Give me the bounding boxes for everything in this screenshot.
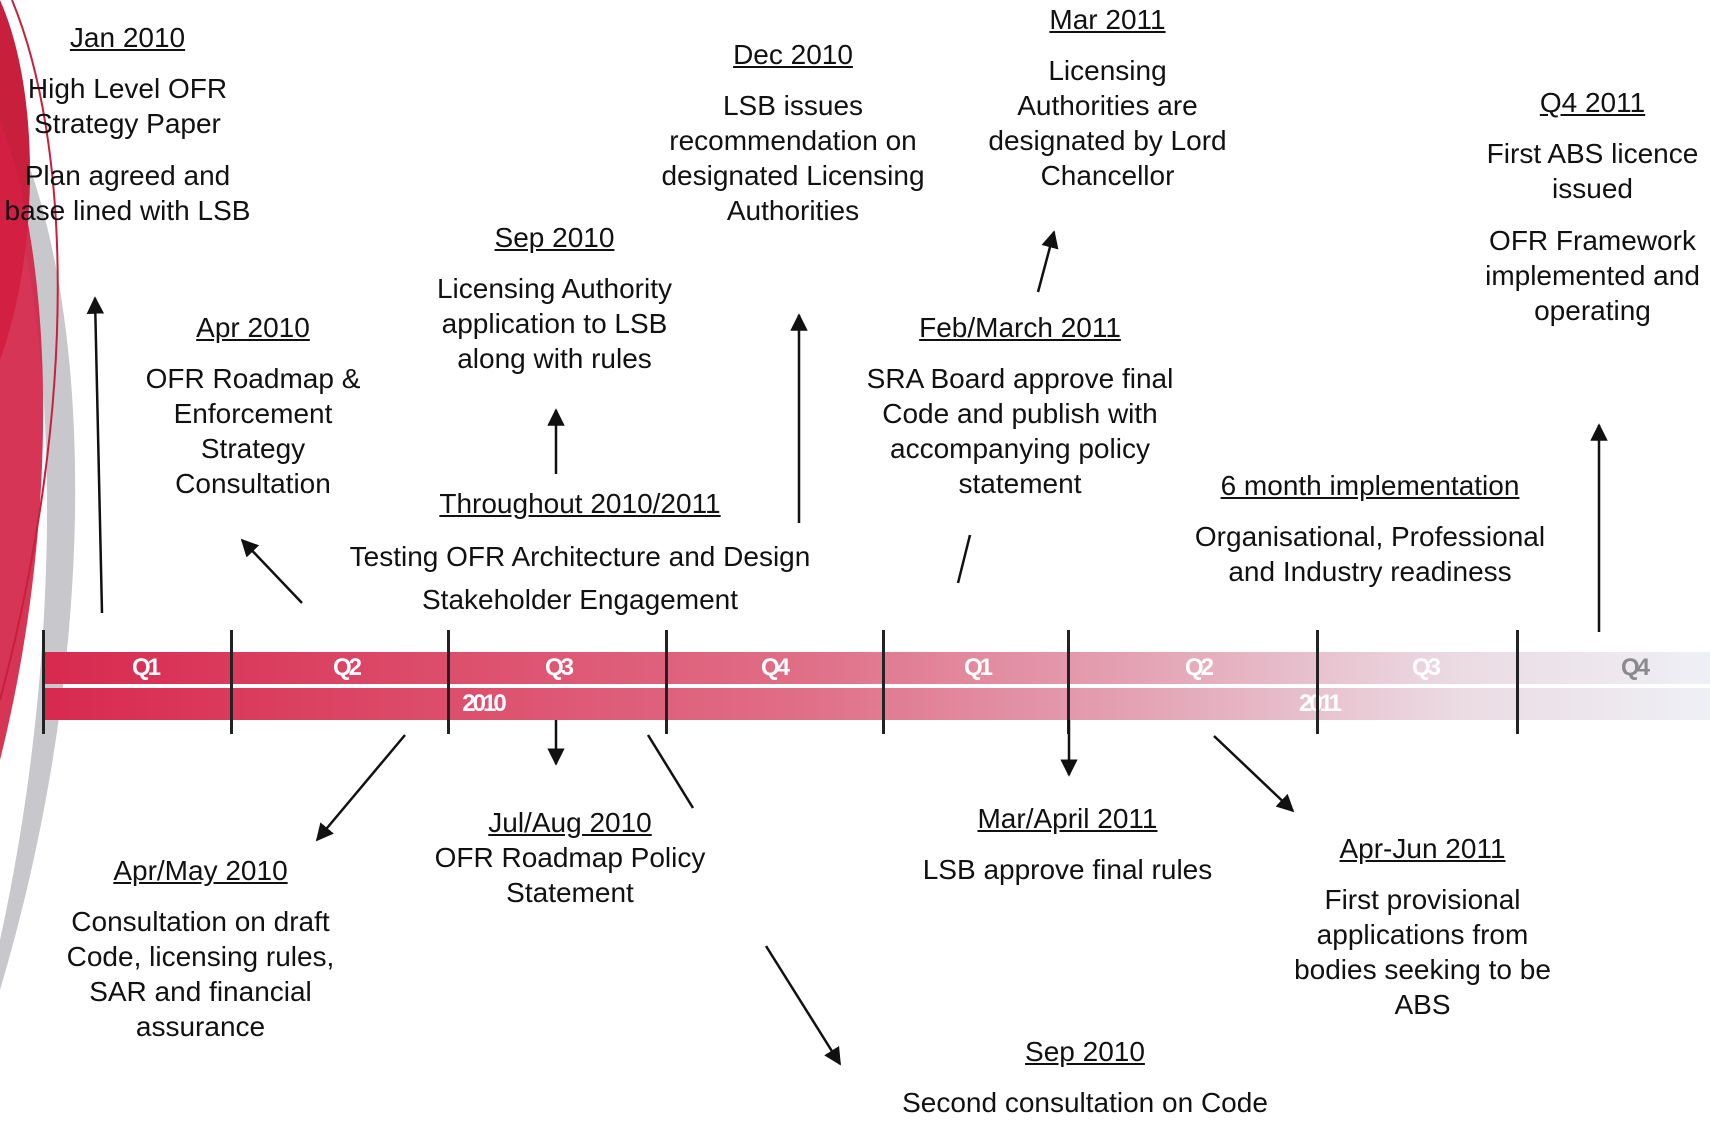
timeline-tick — [447, 630, 450, 734]
timeline-tick — [1516, 630, 1519, 734]
arrow-mar2011 — [1036, 230, 1059, 293]
timeline-tick — [1316, 630, 1319, 734]
event-sep-2010-top: Sep 2010 Licensing Authority application… — [412, 220, 697, 376]
event-text: Organisational, Professional and Industr… — [1194, 521, 1546, 587]
event-date: Jan 2010 — [69, 22, 186, 53]
arrow-aprmay2010 — [315, 734, 406, 842]
timeline-tick — [665, 630, 668, 734]
event-text: High Level OFR Strategy Paper — [27, 73, 228, 139]
event-text: Licensing Authorities are designated by … — [988, 55, 1227, 191]
event-text: Licensing Authority application to LSB a… — [436, 273, 673, 374]
quarter-label: Q4 — [1620, 654, 1650, 681]
quarter-label: Q4 — [760, 654, 790, 681]
year-band: 2010 2011 — [42, 688, 1710, 720]
event-apr-2010: Apr 2010 OFR Roadmap & Enforcement Strat… — [128, 310, 378, 501]
timeline-tick — [42, 630, 45, 734]
event-text: Consultation on draft Code, licensing ru… — [66, 906, 335, 1042]
event-mar-2011: Mar 2011 Licensing Authorities are desig… — [980, 2, 1235, 193]
event-text: Testing OFR Architecture and Design — [349, 541, 811, 572]
quarter-label: Q3 — [1411, 654, 1441, 681]
timeline-tick — [1067, 630, 1070, 734]
event-date: Apr-Jun 2011 — [1339, 833, 1506, 864]
event-jul-aug-2010: Jul/Aug 2010 OFR Roadmap Policy Statemen… — [410, 805, 730, 910]
event-apr-may-2010: Apr/May 2010 Consultation on draft Code,… — [48, 853, 353, 1044]
year-label: 2011 — [1298, 690, 1342, 717]
arrow-jan2010 — [86, 296, 105, 614]
event-date: Feb/March 2011 — [919, 312, 1121, 343]
event-date: Apr 2010 — [196, 312, 310, 343]
year-label: 2010 — [462, 690, 506, 717]
event-throughout: Throughout 2010/2011 Testing OFR Archite… — [300, 486, 860, 617]
event-text: SRA Board approve final Code and publish… — [866, 363, 1174, 499]
event-sep-2010-bottom: Sep 2010 Second consultation on Code — [860, 1034, 1310, 1120]
event-date: Jul/Aug 2010 — [488, 807, 652, 838]
event-text: Plan agreed and base lined with LSB — [4, 160, 251, 226]
event-text: OFR Roadmap Policy Statement — [434, 842, 706, 908]
event-text: OFR Framework implemented and operating — [1485, 225, 1700, 326]
event-text: LSB issues recommendation on designated … — [661, 90, 925, 226]
event-text: OFR Roadmap & Enforcement Strategy Consu… — [145, 363, 361, 499]
event-feb-march-2011: Feb/March 2011 SRA Board approve final C… — [855, 310, 1185, 501]
timeline-tick — [882, 630, 885, 734]
decorative-swoosh — [0, 0, 76, 990]
event-text: First provisional applications from bodi… — [1294, 884, 1551, 1020]
event-text: Second consultation on Code — [902, 1087, 1268, 1118]
event-date: Dec 2010 — [733, 39, 853, 70]
arrow-apr2010 — [240, 538, 303, 604]
event-date: Q4 2011 — [1539, 87, 1646, 118]
event-date: Throughout 2010/2011 — [439, 488, 721, 519]
event-date: Mar/April 2011 — [977, 803, 1158, 834]
event-date: Apr/May 2010 — [113, 855, 288, 886]
quarter-label: Q1 — [963, 654, 993, 681]
event-mar-april-2011: Mar/April 2011 LSB approve final rules — [880, 801, 1255, 887]
quarter-band: Q1 Q2 Q3 Q4 Q1 Q2 Q3 Q4 — [42, 652, 1710, 684]
event-6-month-implementation: 6 month implementation Organisational, P… — [1180, 468, 1560, 589]
event-apr-jun-2011: Apr-Jun 2011 First provisional applicati… — [1290, 831, 1555, 1022]
quarter-label: Q3 — [544, 654, 574, 681]
event-text: First ABS licence issued — [1486, 138, 1699, 204]
quarter-label: Q2 — [332, 654, 362, 681]
event-jan-2010: Jan 2010 High Level OFR Strategy Paper P… — [0, 20, 255, 228]
event-text: LSB approve final rules — [922, 854, 1213, 885]
event-date: Mar 2011 — [1049, 4, 1166, 35]
event-q4-2011: Q4 2011 First ABS licence issued OFR Fra… — [1485, 85, 1700, 328]
event-date: 6 month implementation — [1220, 470, 1520, 501]
event-date: Sep 2010 — [494, 222, 615, 253]
quarter-label: Q2 — [1184, 654, 1214, 681]
line-julaug2010 — [646, 734, 695, 809]
timeline-tick — [230, 630, 233, 734]
event-dec-2010: Dec 2010 LSB issues recommendation on de… — [658, 37, 928, 228]
line-febmar2011 — [956, 534, 972, 584]
arrow-aprjun2011 — [1213, 735, 1295, 813]
event-text: Stakeholder Engagement — [422, 584, 738, 615]
event-date: Sep 2010 — [1025, 1036, 1145, 1067]
quarter-label: Q1 — [131, 654, 161, 681]
arrow-sep2010-bottom — [764, 945, 842, 1066]
